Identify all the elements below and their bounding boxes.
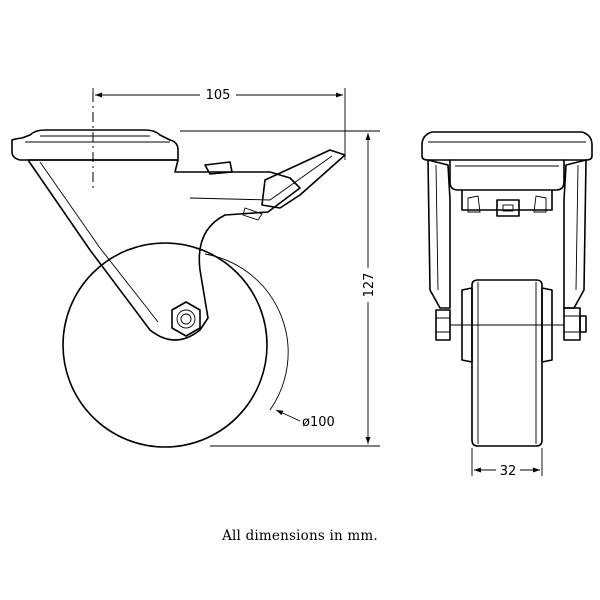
side-top-plate (11, 129, 179, 161)
dim-label-diameter: ø100 (302, 415, 335, 430)
side-brake-pedal (261, 149, 346, 209)
front-fork-left (427, 159, 451, 309)
side-brake-lever (204, 161, 233, 175)
dim-label-32: 32 (500, 464, 517, 479)
dim-label-127: 127 (362, 273, 377, 298)
side-view: 105 127 ø100 (11, 86, 380, 448)
front-top-plate (421, 131, 593, 161)
side-axle-nut (171, 301, 201, 337)
side-wheel (62, 242, 268, 448)
front-fork-right (563, 159, 587, 309)
front-wheel (471, 279, 543, 447)
front-view: 32 (421, 131, 593, 479)
side-fork (27, 159, 301, 341)
dim-leader-diameter (275, 409, 301, 422)
front-brake-block (496, 199, 520, 217)
front-axle-nut-left (435, 309, 451, 341)
caption-units: All dimensions in mm. (222, 528, 378, 544)
front-axle-nut-right (563, 307, 587, 341)
dim-label-105: 105 (206, 88, 231, 103)
